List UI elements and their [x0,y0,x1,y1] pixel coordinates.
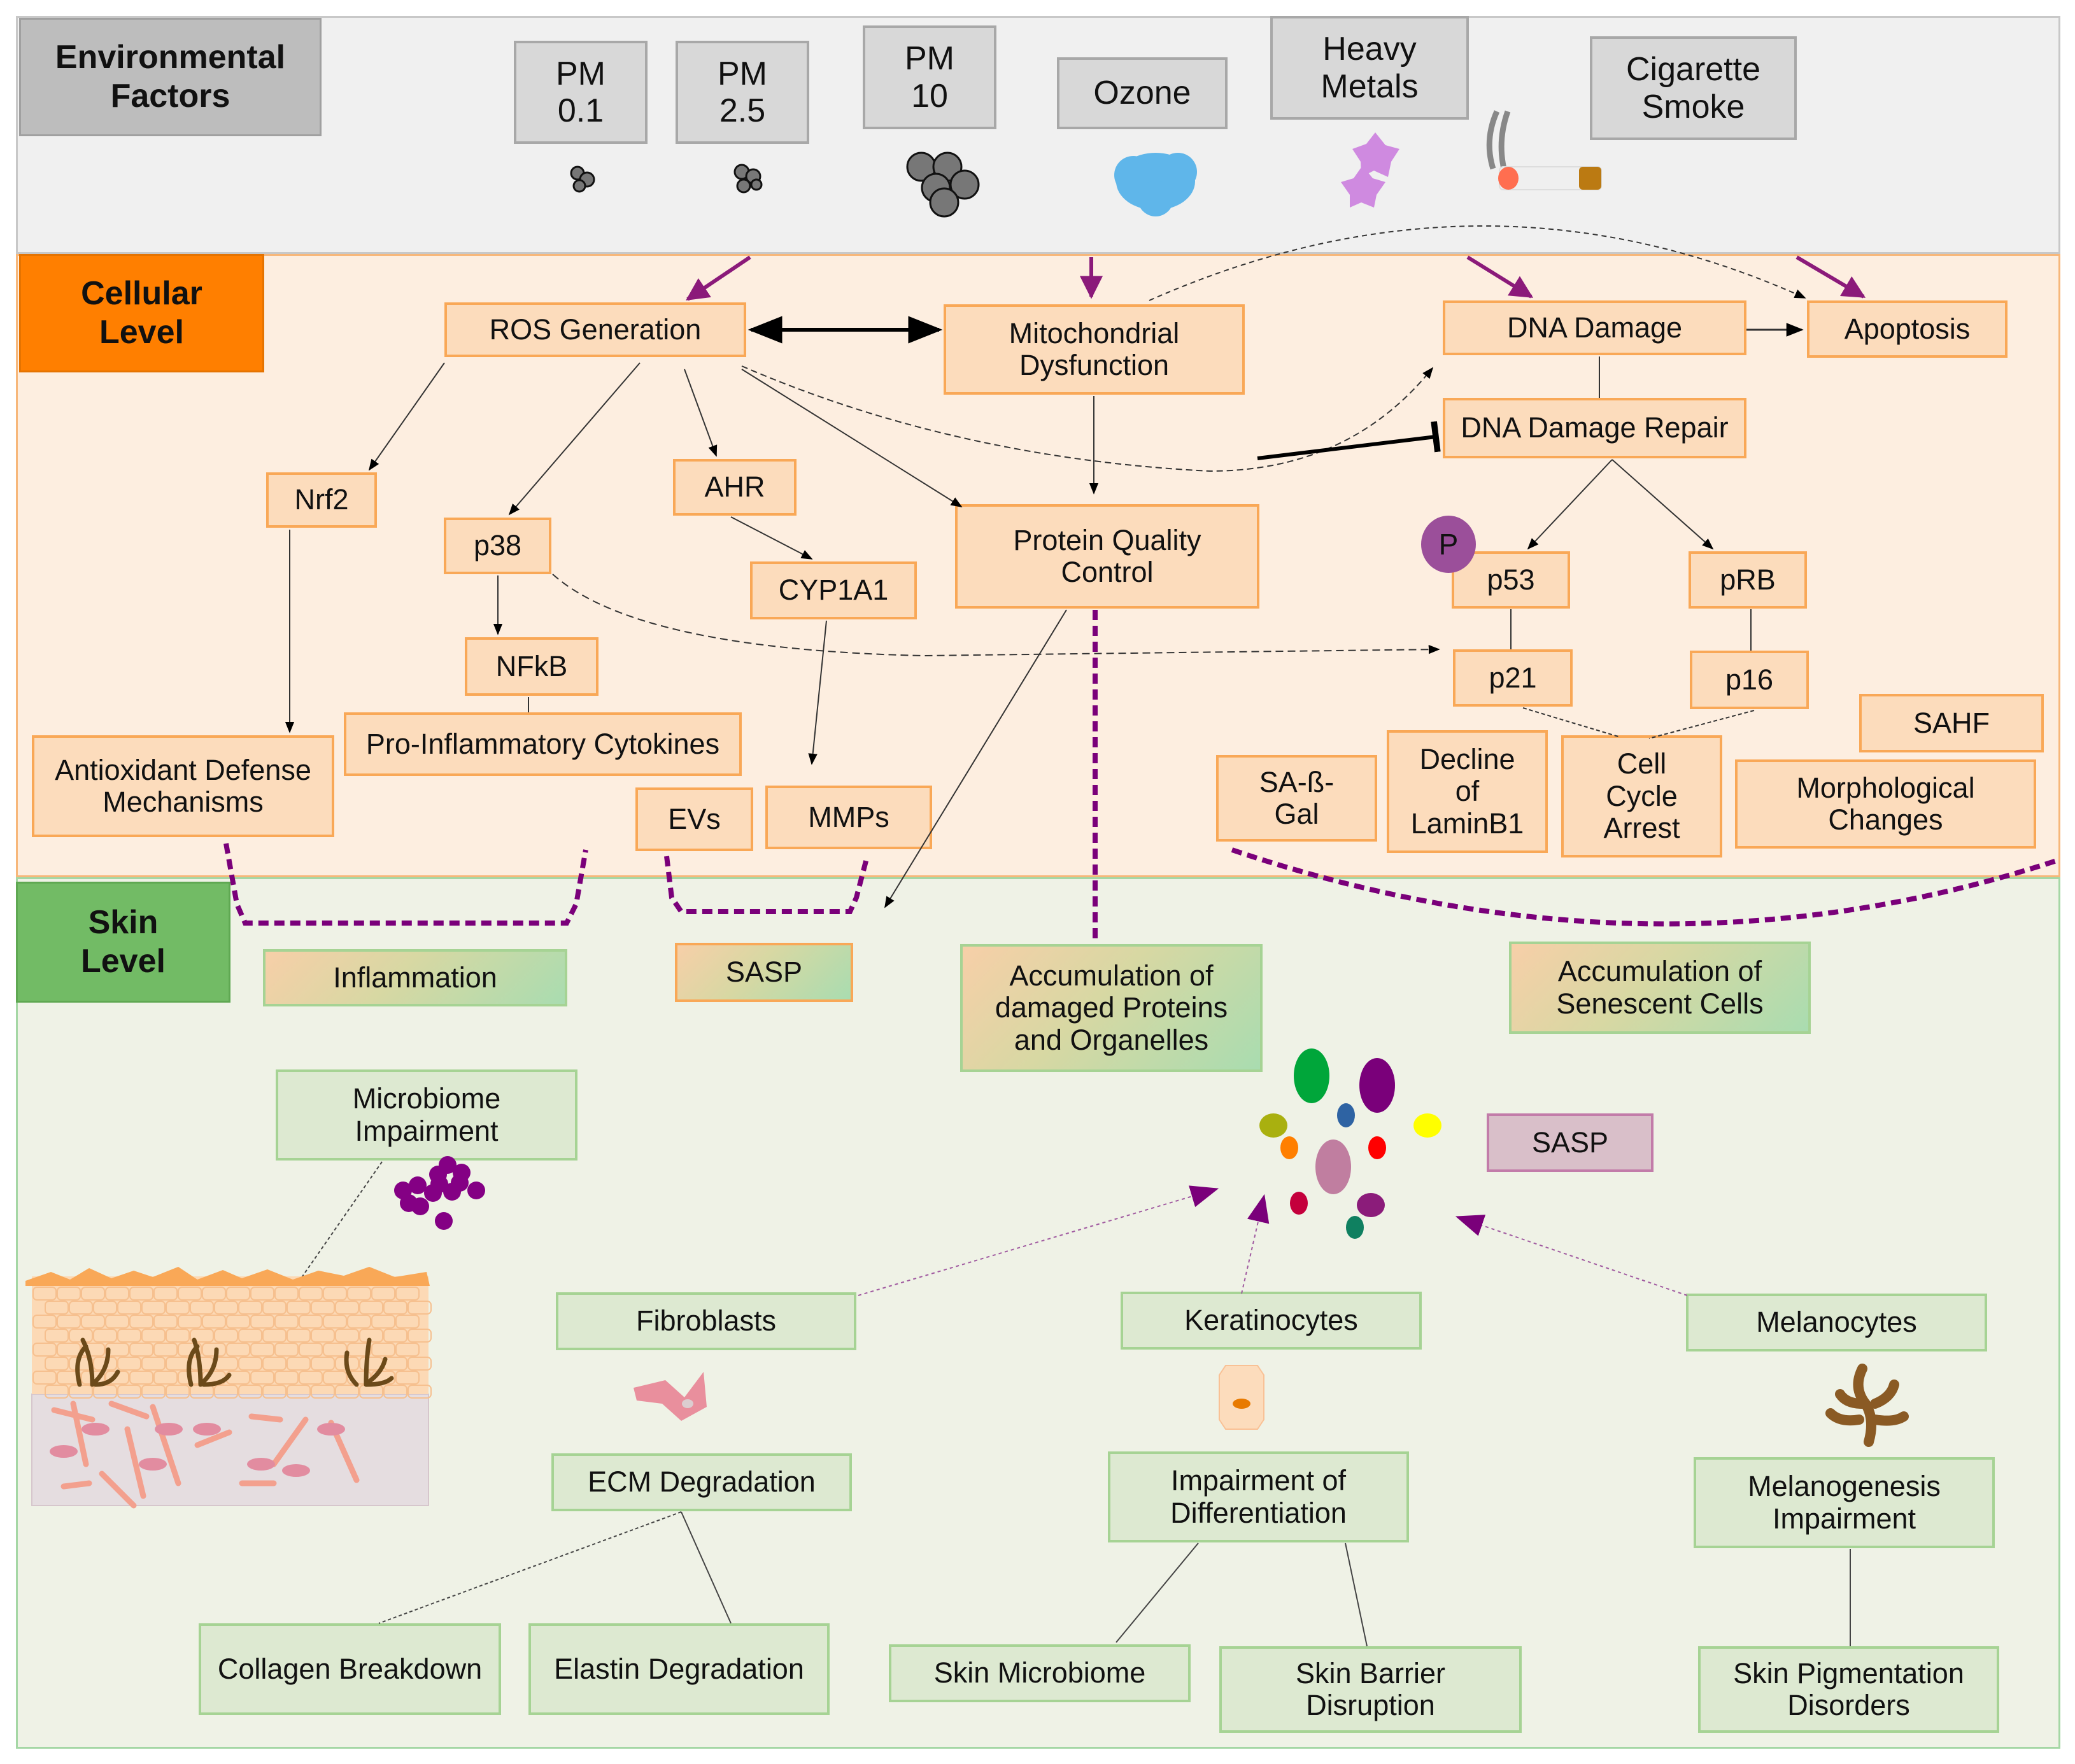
node-accumulation-senescent-cells: Accumulation of Senescent Cells [1509,942,1811,1034]
node-nrf2: Nrf2 [266,472,377,528]
node-nfkb: NFkB [465,637,598,696]
node-keratinocytes: Keratinocytes [1121,1292,1422,1350]
node-inflammation: Inflammation [263,949,567,1006]
node-decline-laminb1: Decline of LaminB1 [1387,730,1548,853]
node-cyp1a1: CYP1A1 [750,561,917,619]
skin-level-label: Skin Level [16,882,230,1003]
node-collagen-breakdown: Collagen Breakdown [199,1623,501,1715]
node-fibroblasts: Fibroblasts [556,1292,856,1350]
node-mitochondrial-dysfunction: Mitochondrial Dysfunction [944,304,1245,395]
node-cell-cycle-arrest: Cell Cycle Arrest [1561,735,1722,857]
node-pro-inflammatory-cytokines: Pro-Inflammatory Cytokines [344,712,742,776]
env-factor-heavy-metals: Heavy Metals [1270,16,1469,120]
cellular-level-label: Cellular Level [19,254,264,372]
node-p16: p16 [1690,651,1809,709]
node-dna-damage-repair: DNA Damage Repair [1443,398,1746,458]
node-elastin-degradation: Elastin Degradation [528,1623,830,1715]
node-melanogenesis-impairment: Melanogenesis Impairment [1694,1457,1995,1548]
node-p21: p21 [1453,649,1573,707]
env-factor-ozone: Ozone [1057,57,1228,129]
node-dna-damage: DNA Damage [1443,300,1746,355]
node-morphological-changes: Morphological Changes [1735,759,2036,849]
node-prb: pRB [1689,551,1807,609]
node-impairment-differentiation: Impairment of Differentiation [1108,1451,1409,1542]
node-sasp-cluster: SASP [1487,1113,1654,1172]
node-microbiome-impairment: Microbiome Impairment [276,1069,577,1161]
node-skin-microbiome: Skin Microbiome [889,1644,1191,1702]
node-skin-barrier-disruption: Skin Barrier Disruption [1219,1646,1522,1733]
node-melanocytes: Melanocytes [1686,1294,1987,1351]
env-factor-pm25: PM 2.5 [676,41,809,144]
phosphorylation-badge: P [1421,516,1476,573]
node-ros-generation: ROS Generation [444,302,746,357]
node-mmps: MMPs [765,786,932,849]
env-factor-pm01: PM 0.1 [514,41,648,144]
environmental-factors-label: Environmental Factors [19,18,322,136]
env-factor-cigarette-smoke: Cigarette Smoke [1590,36,1797,140]
node-p53: p53 [1452,551,1570,609]
env-factor-pm10: PM 10 [863,25,996,129]
node-sasp-top: SASP [675,943,853,1002]
node-ecm-degradation: ECM Degradation [551,1453,852,1511]
node-skin-pigmentation-disorders: Skin Pigmentation Disorders [1698,1646,1999,1733]
node-sa-beta-gal: SA-ß- Gal [1216,755,1377,842]
node-evs: EVs [635,787,753,851]
node-sahf: SAHF [1859,694,2044,752]
node-protein-quality-control: Protein Quality Control [955,504,1259,609]
node-antioxidant-defense: Antioxidant Defense Mechanisms [32,735,334,837]
node-p38: p38 [444,518,551,574]
node-accumulation-damaged-proteins: Accumulation of damaged Proteins and Org… [960,944,1263,1072]
node-apoptosis: Apoptosis [1807,300,2008,358]
node-ahr: AHR [673,459,797,516]
